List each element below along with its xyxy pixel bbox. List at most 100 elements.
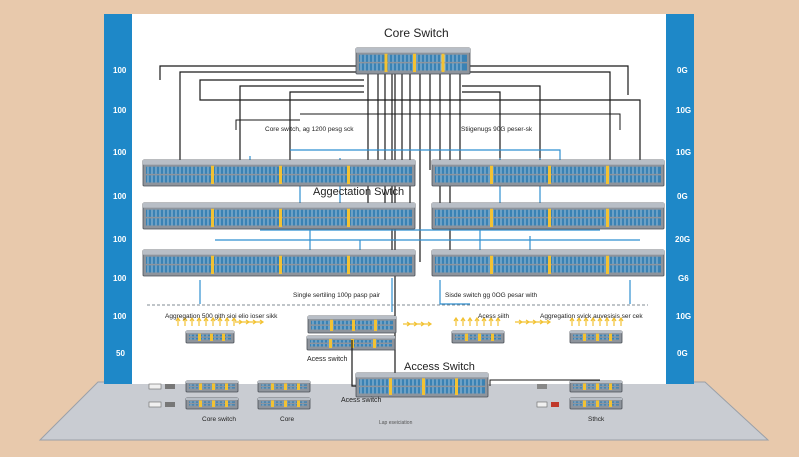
aggregation-link [290, 149, 561, 162]
access-switch-bottom-label: Acess switch [341, 397, 382, 404]
left-bar-label: 100 [113, 66, 127, 75]
floor-switch-uplink [225, 400, 228, 407]
left-bar-label: 100 [113, 192, 127, 201]
aggregation-switch-uplink [490, 255, 493, 274]
flow-arrow-icon [467, 316, 473, 326]
right-bar-label: 0G [677, 349, 688, 358]
access-switch-uplink [329, 339, 332, 348]
floor-device [148, 383, 162, 390]
aggregation-note-right: Aggregation svick auvesisis ser cek [540, 313, 643, 320]
access-switch-top [452, 331, 504, 334]
flow-arrow-icon [597, 316, 603, 326]
floor-core-switch-label: Core switch [202, 416, 236, 423]
core-link-right [466, 71, 611, 162]
aggregation-switch-top [143, 160, 415, 165]
core-note-right: Stiigenugs 90G peser-sk [461, 126, 533, 133]
right-bar-label: G6 [678, 274, 689, 283]
floor-core-label: Core [280, 416, 295, 423]
floor-right-label: Sthck [588, 416, 605, 423]
access-switch-uplink [422, 378, 425, 395]
floor-switch-uplink [284, 383, 287, 390]
core-link [289, 91, 364, 162]
left-bar-label: 100 [113, 312, 127, 321]
core-link-left-bracket [159, 65, 358, 80]
right-bar-label: 0G [677, 66, 688, 75]
floor-switch-top [186, 381, 238, 383]
core-link [300, 113, 621, 130]
floor-switch-uplink [596, 383, 599, 390]
access-switch-uplink [210, 333, 213, 341]
flow-arrow-icon [231, 316, 237, 326]
left-bar-label: 100 [113, 235, 127, 244]
floor-switch-uplink [297, 400, 300, 407]
access-switch-small-label: Acess switch [307, 356, 348, 363]
floor-switch-top [258, 381, 310, 383]
aggregation-switch-top [432, 203, 664, 208]
core-link [235, 119, 300, 130]
floor-switch-uplink [212, 400, 215, 407]
aggregation-switch-uplink [279, 165, 282, 184]
aggregation-switch-uplink [548, 165, 551, 184]
access-switch-uplink [491, 333, 494, 341]
access-switch-uplink [373, 339, 376, 348]
flow-arrow-icon [224, 316, 230, 326]
right-bar-label: 10G [676, 106, 692, 115]
floor-device [537, 384, 547, 389]
core-link-left [179, 71, 362, 162]
flow-arrow-icon [189, 316, 195, 326]
aggregation-switch-uplink [211, 255, 214, 274]
aggregation-switch-uplink [211, 165, 214, 184]
right-bar-label: 20G [675, 235, 691, 244]
access-switch-uplink [596, 333, 599, 341]
left-bar-label: 100 [113, 274, 127, 283]
floor-switch-uplink [284, 400, 287, 407]
flow-arrow-icon [576, 316, 582, 326]
core-link [239, 85, 364, 162]
aggregation-link [439, 280, 470, 305]
flow-arrow-icon [618, 316, 624, 326]
core-link-loop [199, 79, 641, 160]
flow-arrow-icon [453, 316, 459, 326]
access-switch-uplink [330, 319, 333, 331]
flow-arrow-icon [611, 316, 617, 326]
flow-arrow-icon [175, 316, 181, 326]
aggregation-switch-uplink [606, 208, 609, 227]
aggregation-switch-top [143, 250, 415, 255]
access-switch-uplink [222, 333, 225, 341]
single-note-left: Single sertiling 100p pasp pair [293, 292, 381, 299]
aggregation-switch-uplink [347, 165, 350, 184]
access-switch-top [186, 331, 234, 334]
floor-switch-uplink [271, 383, 274, 390]
access-link [489, 379, 600, 386]
flow-arrow-icon [488, 316, 494, 326]
flow-arrow-icon [460, 316, 466, 326]
core-switch-top [356, 48, 470, 53]
access-switch-uplink [609, 333, 612, 341]
flow-arrow-icon [481, 316, 487, 326]
floor-switch-uplink [199, 400, 202, 407]
access-switch-uplink [583, 333, 586, 341]
floor-device [165, 402, 175, 407]
floor-device [148, 401, 162, 408]
flow-arrow-icon [424, 321, 433, 327]
access-switch-uplink [374, 319, 377, 331]
floor-switch-uplink [609, 383, 612, 390]
right-bar-label: 10G [676, 148, 692, 157]
floor-switch-top [186, 398, 238, 400]
core-link-right-bracket [470, 65, 629, 95]
flow-arrow-icon [217, 316, 223, 326]
access-switch-uplink [389, 378, 392, 395]
core-switch-uplink [384, 53, 388, 72]
flow-arrow-icon [569, 316, 575, 326]
right-bar-label: 0G [677, 192, 688, 201]
access-link [351, 340, 356, 387]
aggregation-switch-title: Aggectation Swtch [313, 186, 405, 198]
aggregation-switch-uplink [490, 165, 493, 184]
floor-device [165, 384, 175, 389]
access-switch-top [356, 373, 488, 378]
core-note-left: Core switch, ag 1200 pesg sck [265, 126, 354, 133]
floor-device [536, 401, 548, 408]
aggregation-switch-uplink [347, 255, 350, 274]
access-switch-title: Access Switch [404, 361, 475, 373]
